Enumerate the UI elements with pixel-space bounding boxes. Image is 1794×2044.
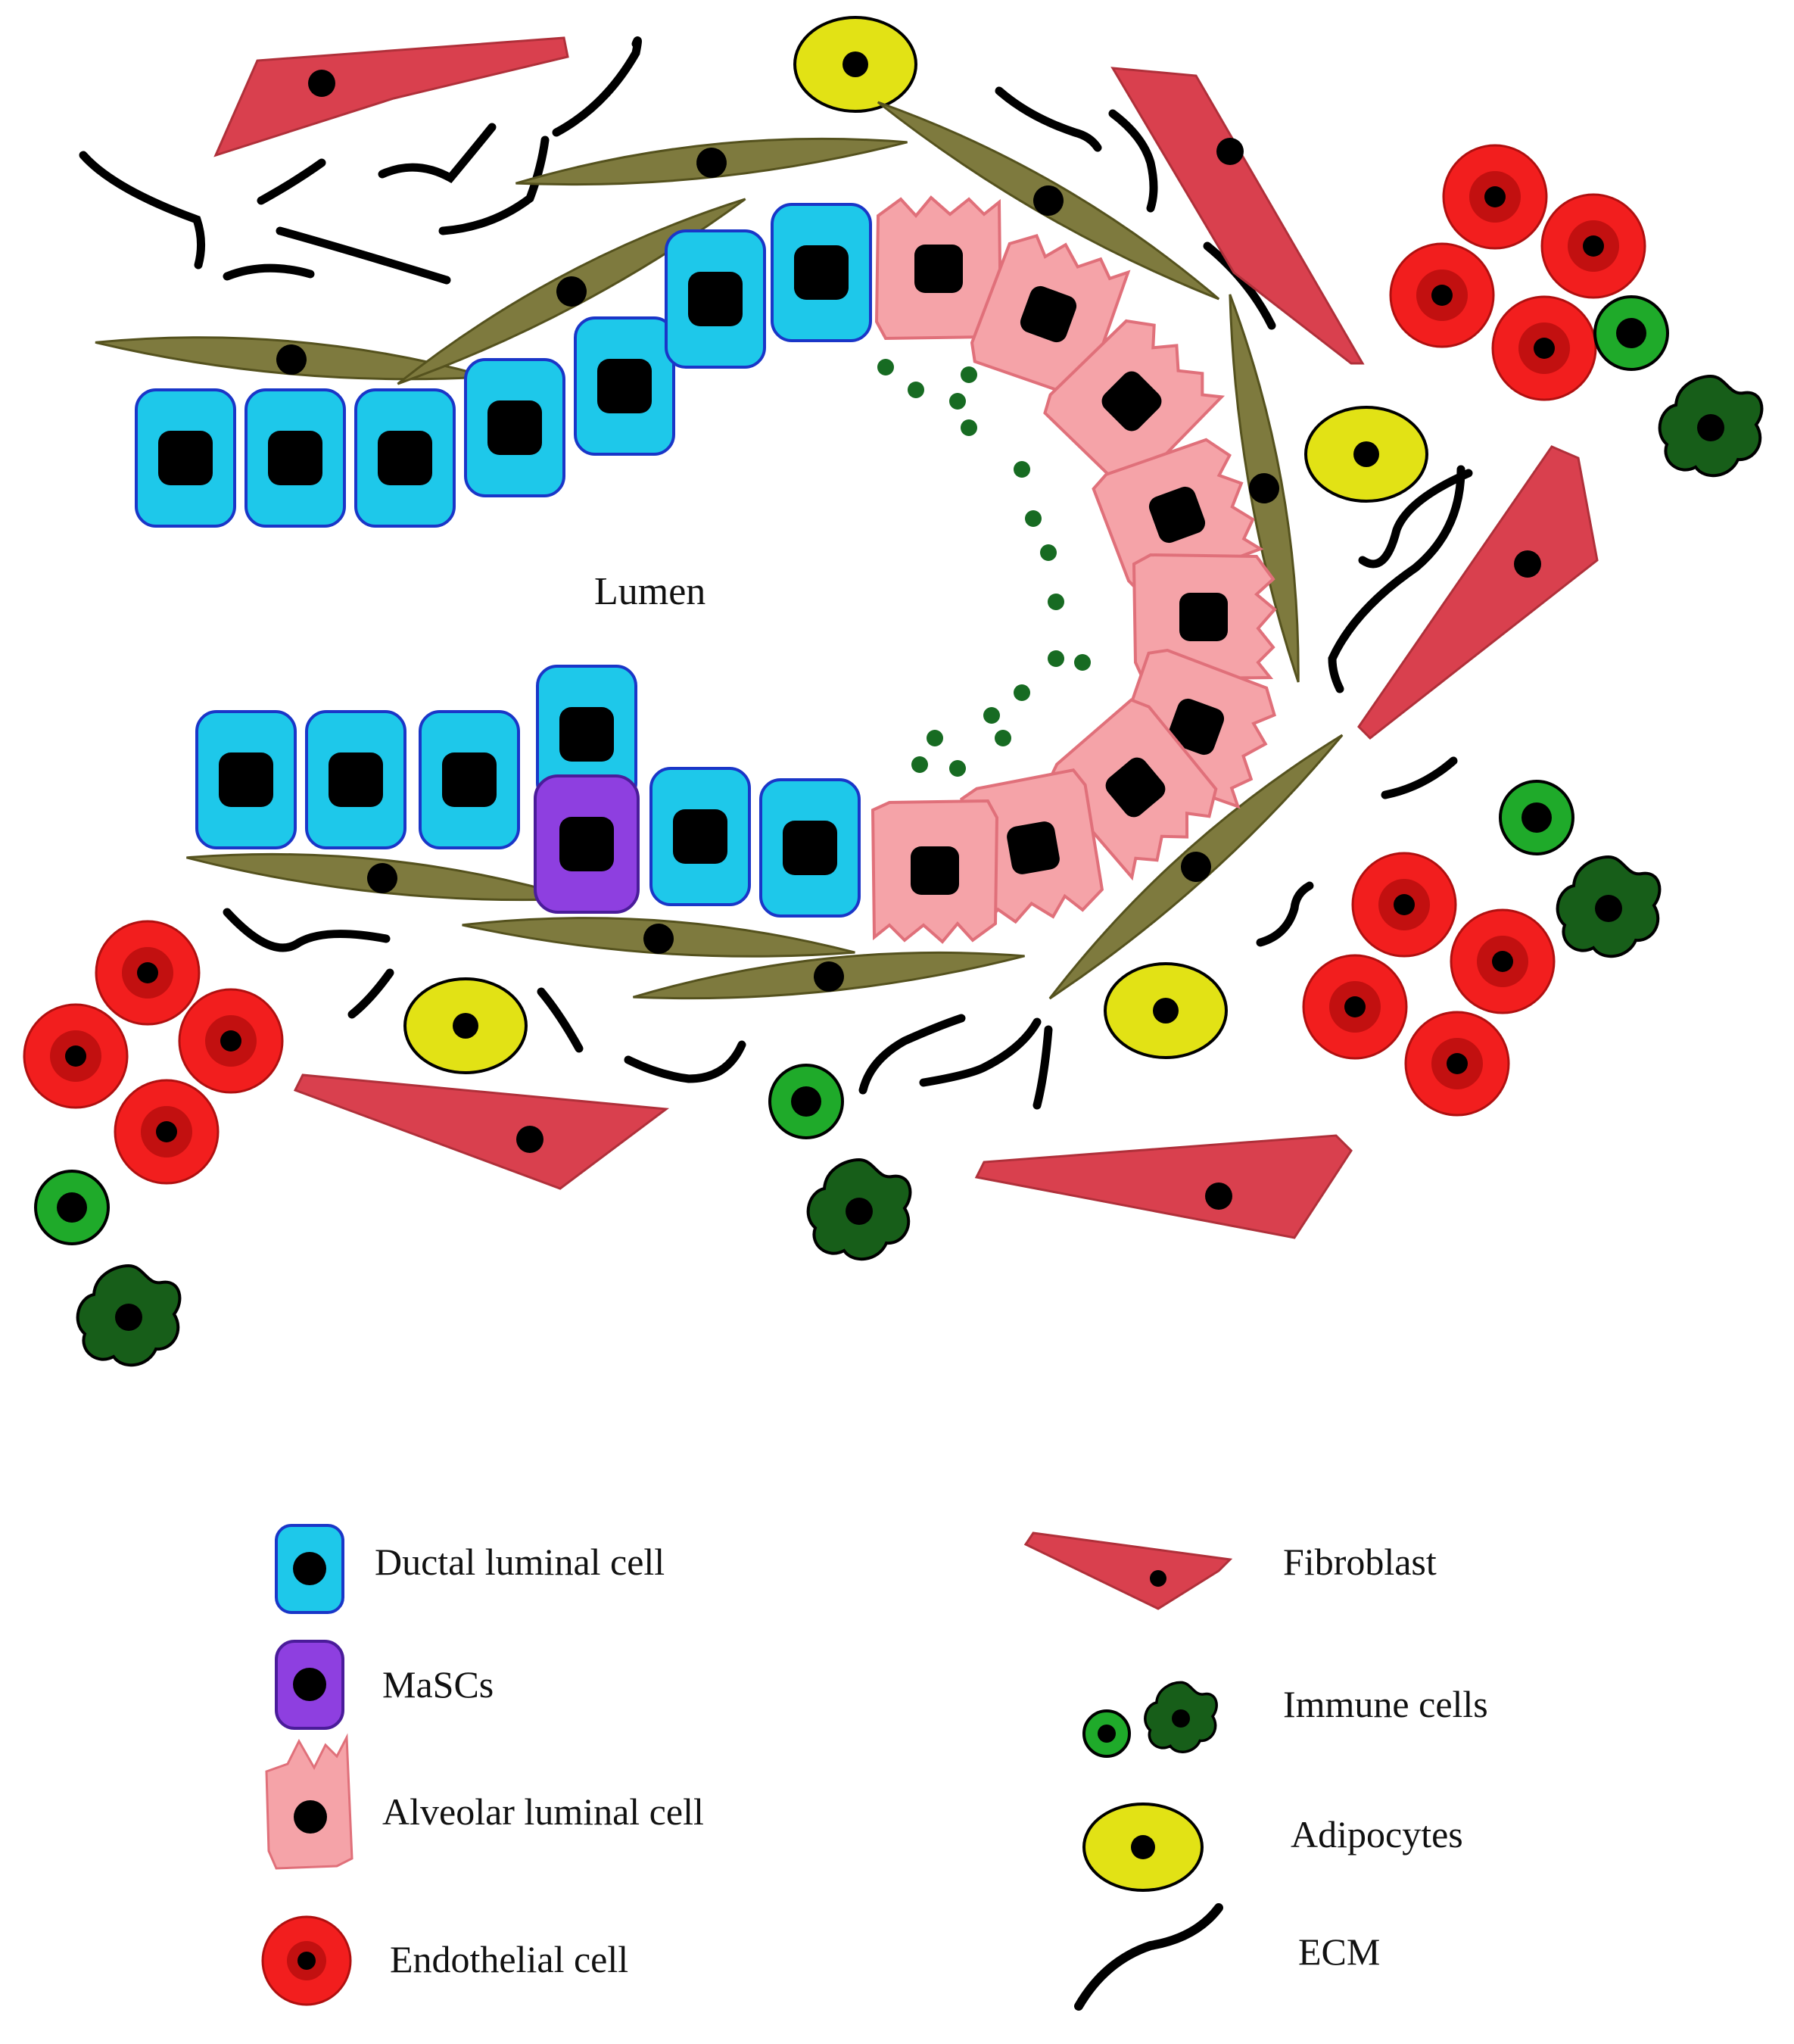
ductal-cell-icon [275, 1524, 344, 1614]
legend: Ductal luminal cell MaSCs Alveolar lumin… [261, 1524, 1488, 2011]
endothelial-cell [1450, 908, 1556, 1014]
endothelial-cell [1351, 852, 1457, 958]
endothelial-cell-icon [261, 1915, 352, 2006]
legend-label: ECM [1298, 1930, 1380, 1973]
endothelial-cell [1540, 193, 1646, 299]
legend-item-masc: MaSCs [275, 1640, 494, 1730]
immune-cell-light [768, 1064, 844, 1139]
immune-cell-dark [1556, 855, 1662, 958]
ductal-luminal-cell [305, 710, 406, 849]
fibroblast [293, 1073, 670, 1190]
endothelial-cell [1389, 242, 1495, 348]
adipocyte [403, 977, 528, 1074]
ductal-luminal-cell [759, 778, 861, 918]
adipocyte [1304, 406, 1428, 503]
immune-cell-dark [806, 1158, 912, 1261]
masc-cell-icon [275, 1640, 344, 1730]
fibroblast [974, 1134, 1353, 1239]
fibroblast [1110, 67, 1365, 365]
legend-label: MaSCs [382, 1663, 494, 1706]
legend-item-adipocyte: Adipocytes [1082, 1803, 1463, 1892]
endothelial-cell [178, 988, 284, 1094]
ductal-luminal-cell [771, 203, 872, 342]
legend-item-alveolar: Alveolar luminal cell [265, 1733, 704, 1870]
legend-item-fibroblast: Fibroblast [1023, 1531, 1437, 1610]
alveolar-cell-icon [265, 1733, 354, 1870]
adipocyte [1104, 962, 1228, 1059]
adipocyte-icon [1082, 1803, 1204, 1892]
immune-cell-light [34, 1170, 110, 1245]
immune-cell-light [1499, 780, 1574, 855]
endothelial-cell [23, 1003, 129, 1109]
secretion-dots [877, 359, 1091, 777]
ecm-fibers [79, 36, 1473, 1110]
ductal-luminal-cell [419, 710, 520, 849]
fibroblast [1357, 445, 1599, 740]
legend-label: Endothelial cell [390, 1938, 628, 1980]
legend-label: Ductal luminal cell [375, 1541, 665, 1583]
legend-label: Fibroblast [1283, 1541, 1437, 1583]
ductal-luminal-cell [195, 710, 297, 849]
fibroblast-icon [1023, 1531, 1233, 1610]
legend-item-ecm: ECM [1074, 1903, 1380, 2011]
ductal-luminal-cell [574, 316, 675, 456]
endothelial-cell [114, 1079, 220, 1185]
adipocyte [793, 16, 917, 113]
endothelial-cell [1404, 1011, 1510, 1117]
lumen-label: Lumen [594, 570, 705, 613]
fibroblast [213, 36, 569, 157]
legend-label: Adipocytes [1291, 1813, 1463, 1855]
ductal-luminal-cell [464, 358, 565, 497]
legend-label: Immune cells [1283, 1683, 1488, 1725]
immune-cell-dark [76, 1264, 182, 1367]
ductal-luminal-cell [665, 229, 766, 369]
ductal-luminal-cell [135, 388, 236, 528]
endothelial-cell [1491, 295, 1597, 401]
endothelial-cell [95, 920, 201, 1026]
legend-item-endothelial: Endothelial cell [261, 1915, 628, 2006]
immune-cell-dark [1658, 375, 1764, 478]
legend-item-immune: Immune cells [1082, 1681, 1488, 1758]
legend-item-ductal: Ductal luminal cell [275, 1524, 665, 1614]
fibroblasts [213, 36, 1599, 1239]
ductal-luminal-cell [354, 388, 456, 528]
ductal-luminal-cell [649, 767, 751, 906]
ecm-icon [1074, 1903, 1223, 2011]
ductal-luminal-cell [244, 388, 346, 528]
endothelial-cell [1302, 954, 1408, 1060]
endothelial-cell [1442, 144, 1548, 250]
alveolar-luminal-cell [871, 799, 998, 943]
immune-cell-light [1593, 295, 1669, 371]
legend-label: Alveolar luminal cell [382, 1790, 704, 1833]
masc-cell [534, 774, 640, 914]
immune-cells-icon [1082, 1681, 1218, 1758]
